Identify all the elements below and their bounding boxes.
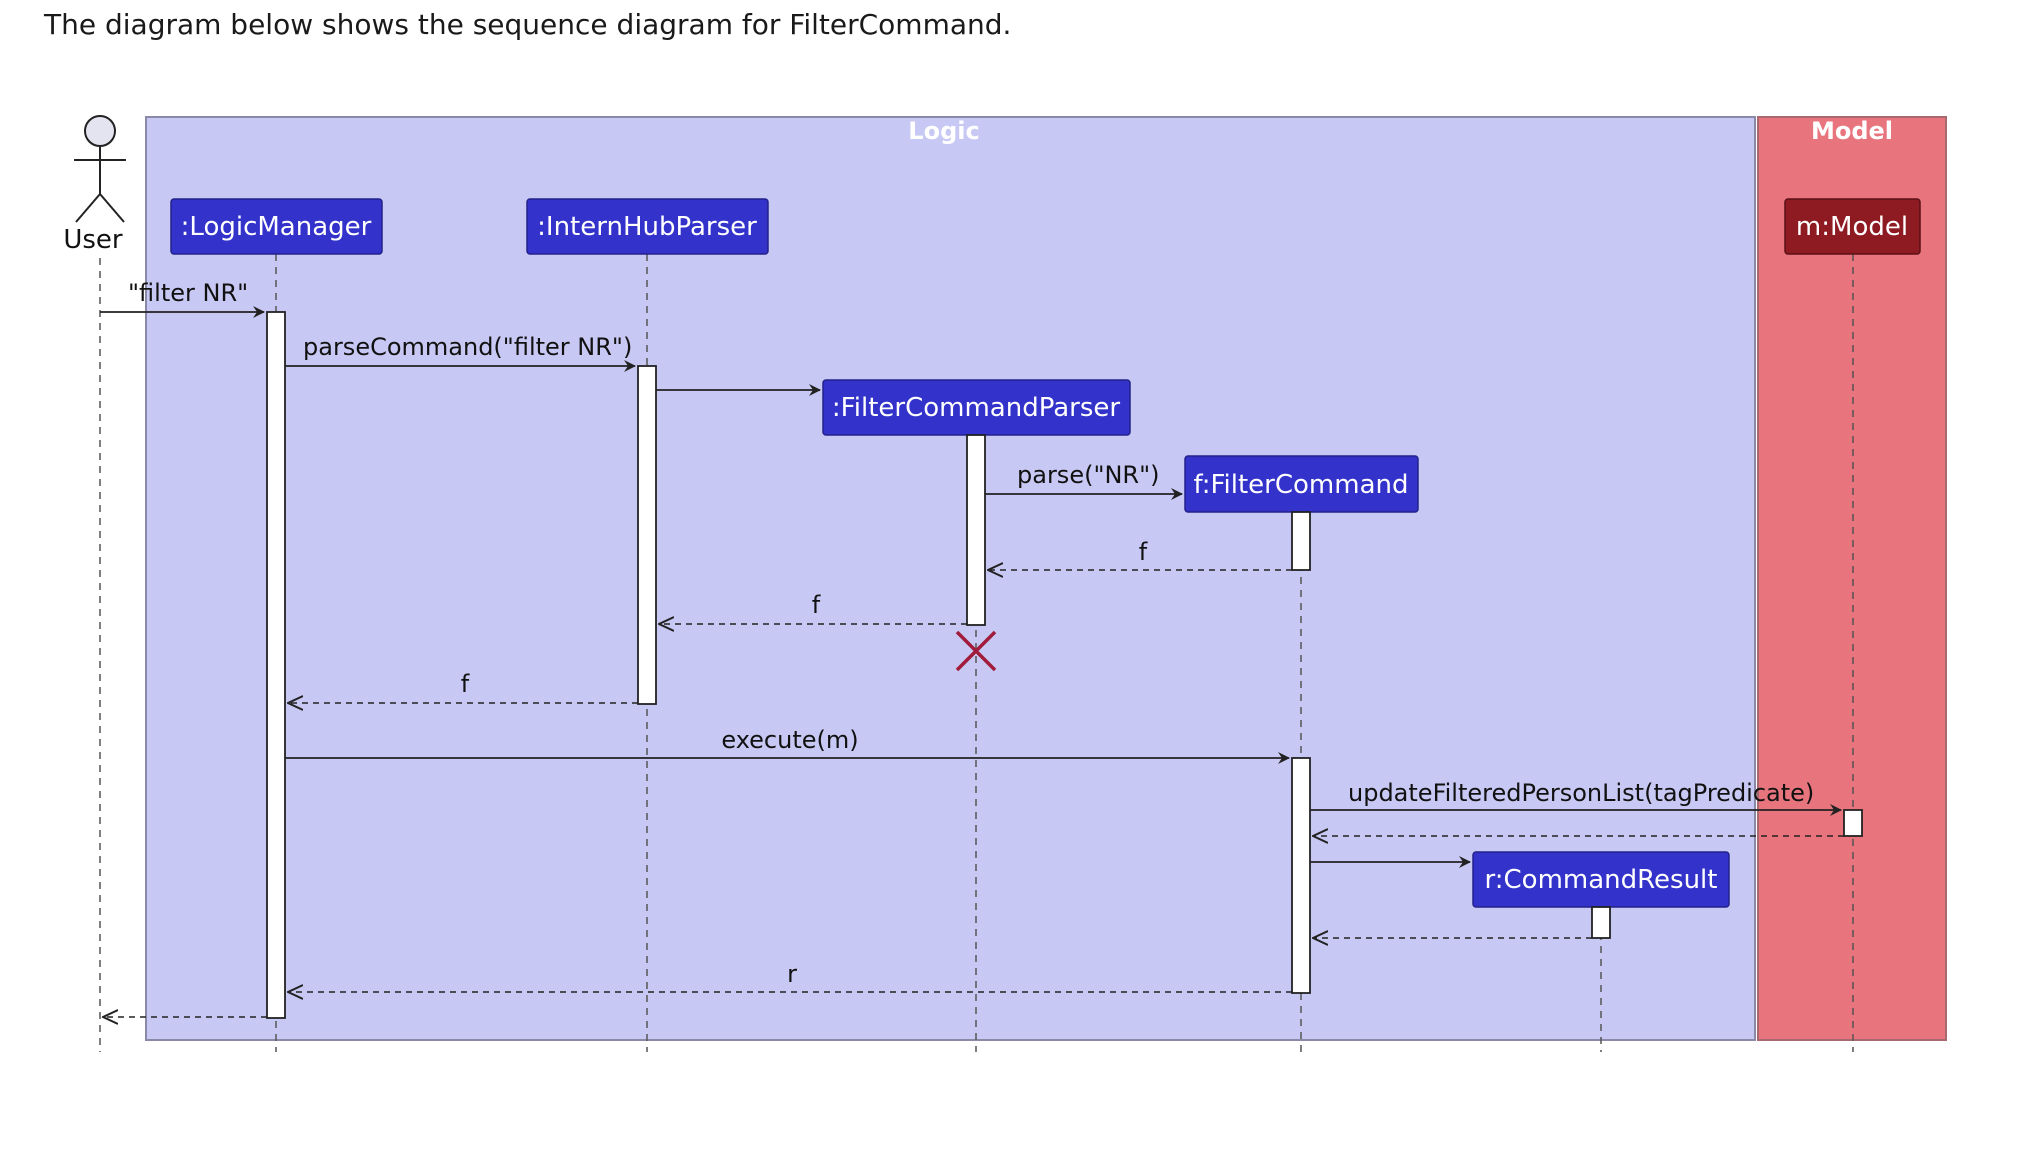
message-update-list: updateFilteredPersonList(tagPredicate) [1310, 779, 1842, 816]
activation-model [1843, 809, 1863, 837]
message-parse-command: parseCommand("filter NR") [285, 333, 636, 372]
activation-command-result [1591, 906, 1611, 939]
participant-logic-manager-label: :LogicManager [181, 212, 372, 242]
return-from-filter-parser: f [659, 591, 967, 624]
actor-label: User [63, 225, 123, 255]
model-box: Model [1757, 116, 1947, 1041]
participant-filter-command-label: f:FilterCommand [1193, 470, 1408, 500]
message-parse-label: parse("NR") [1017, 461, 1160, 489]
message-execute: execute(m) [285, 726, 1290, 764]
message-update-list-label: updateFilteredPersonList(tagPredicate) [1348, 779, 1814, 807]
return-from-filter-command: f [988, 538, 1292, 570]
participant-parser-label: :InternHubParser [537, 212, 757, 242]
activation-filter-command-1 [1291, 511, 1311, 571]
participant-model: m:Model [1784, 198, 1921, 255]
activation-logic-manager [266, 311, 286, 1019]
message-parse: parse("NR") [985, 461, 1183, 500]
participant-filter-parser: :FilterCommandParser [822, 379, 1131, 436]
intro-text: The diagram below shows the sequence dia… [44, 8, 1012, 41]
participant-command-result-label: r:CommandResult [1485, 865, 1718, 895]
participant-filter-parser-label: :FilterCommandParser [832, 393, 1120, 423]
actor-user: User [63, 115, 126, 255]
message-user-input-label: "filter NR" [128, 279, 248, 307]
participant-filter-command: f:FilterCommand [1184, 455, 1419, 513]
return-from-filter-command-label: f [1139, 538, 1148, 566]
message-execute-label: execute(m) [721, 726, 858, 754]
model-box-label: Model [1811, 117, 1893, 145]
logic-box-label: Logic [908, 117, 979, 145]
activation-parser [637, 365, 657, 705]
activation-filter-parser [966, 434, 986, 626]
message-parse-command-label: parseCommand("filter NR") [303, 333, 632, 361]
participant-model-label: m:Model [1796, 212, 1908, 242]
activations [266, 311, 1863, 1019]
participant-command-result: r:CommandResult [1472, 851, 1730, 908]
message-user-input: "filter NR" [100, 279, 265, 318]
model-box-frame [1757, 116, 1947, 1041]
activation-filter-command-2 [1291, 757, 1311, 994]
actor-head [84, 115, 116, 147]
return-from-filter-parser-label: f [812, 591, 821, 619]
participant-parser: :InternHubParser [526, 198, 769, 255]
return-from-parser-label: f [461, 670, 470, 698]
return-from-filter-command-execute: r [288, 960, 1292, 992]
destroy-mark-icon [955, 630, 997, 672]
return-from-filter-command-execute-label: r [787, 960, 797, 988]
return-from-parser: f [288, 670, 638, 703]
participant-logic-manager: :LogicManager [170, 198, 383, 255]
